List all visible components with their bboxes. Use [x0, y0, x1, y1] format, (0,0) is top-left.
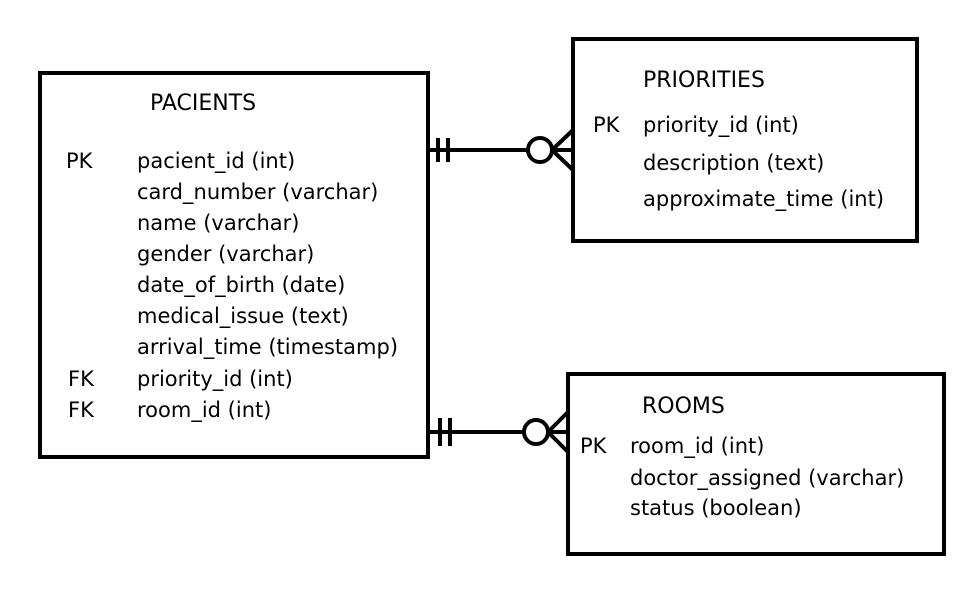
field-name: name (varchar): [137, 211, 300, 235]
field-priority-id: priority_id (int): [643, 113, 799, 137]
field-description: description (text): [643, 151, 825, 175]
field-priority-id: priority_id (int): [137, 367, 293, 391]
field-pacient-id: pacient_id (int): [137, 149, 296, 173]
fk-label: FK: [68, 367, 94, 391]
entity-pacients: PACIENTS PK pacient_id (int) card_number…: [38, 71, 430, 459]
relationship-pacients-rooms: [430, 410, 570, 454]
pk-label: PK: [593, 113, 620, 137]
entity-title: ROOMS: [642, 394, 725, 419]
field-approximate-time: approximate_time (int): [643, 187, 885, 211]
entity-title: PACIENTS: [150, 91, 257, 116]
field-doctor-assigned: doctor_assigned (varchar): [630, 466, 905, 490]
field-room-id: room_id (int): [137, 398, 272, 422]
crow-foot-icon: [550, 148, 575, 172]
crow-foot-icon: [546, 410, 570, 434]
field-gender: gender (varchar): [137, 242, 315, 266]
relationship-pacients-priorities: [430, 128, 575, 172]
field-card-number: card_number (varchar): [137, 180, 379, 204]
pk-label: PK: [580, 434, 607, 458]
field-medical-issue: medical_issue (text): [137, 304, 349, 328]
field-date-of-birth: date_of_birth (date): [137, 273, 346, 297]
fk-label: FK: [68, 398, 94, 422]
entity-priorities: PRIORITIES PK priority_id (int) descript…: [571, 37, 919, 243]
crow-foot-icon: [546, 430, 570, 454]
pk-label: PK: [66, 149, 93, 173]
field-status: status (boolean): [630, 496, 802, 520]
field-arrival-time: arrival_time (timestamp): [137, 335, 399, 359]
entity-title: PRIORITIES: [643, 68, 765, 93]
zero-circle-icon: [522, 418, 550, 446]
crow-foot-icon: [550, 128, 575, 152]
entity-rooms: ROOMS PK room_id (int) doctor_assigned (…: [566, 372, 946, 556]
field-room-id: room_id (int): [630, 434, 765, 458]
zero-circle-icon: [526, 136, 554, 164]
